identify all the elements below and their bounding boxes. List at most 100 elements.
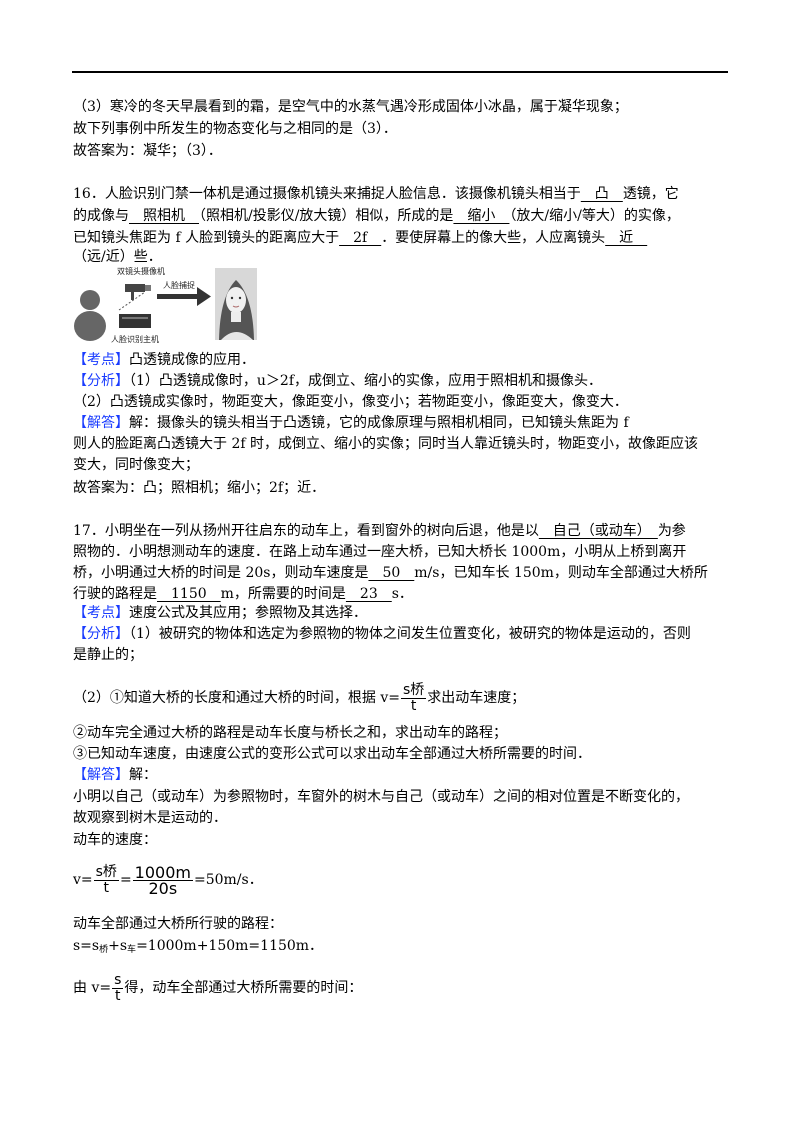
q15-answer: 故答案为：凝华；（3）．: [73, 143, 222, 159]
beam-line: [118, 291, 146, 311]
q16-text: ．要使屏幕上的像大些，人应离镜头: [381, 230, 606, 246]
figure-svg: 双镜头摄像机 人脸识别主机 人脸捕捉: [74, 266, 257, 344]
q17-blank-2: 50: [368, 565, 415, 581]
q16-line3: 已知镜头焦距为 f 人脸到镜头的距离应大于 2f ．要使屏幕上的像大些，人应离镜…: [73, 229, 647, 247]
q17-text: s．: [391, 586, 413, 602]
eq-text: s=s: [73, 938, 100, 954]
fenxi-text: （1）被研究的物体和选定为参照物的物体之间发生位置变化，被研究的物体是运动的，否…: [129, 626, 691, 642]
eq-text: =50m/s．: [193, 872, 263, 888]
jieda-tag: 【解答】: [73, 767, 129, 783]
q17-jieda-2: 故观察到树木是运动的．: [73, 810, 227, 826]
q15-line2: 故下列事例中所发生的物态变化与之相同的是（3）．: [73, 121, 397, 137]
q16-fenxi-2: （2）凸透镜成实像时，物距变大，像距变小，像变小；若物距变小，像距变大，像变大．: [73, 394, 628, 410]
q16-text: 已知镜头焦距为 f 人脸到镜头的距离应大于: [73, 230, 340, 246]
jieda-text: 解：: [129, 767, 157, 783]
q17-text: 17．小明坐在一列从扬州开往启东的动车上，看到窗外的树向后退，他是以: [73, 523, 539, 539]
q16-blank-1: 凸: [580, 186, 623, 202]
jieda-text: 得，动车全部通过大桥所需要的时间：: [124, 980, 363, 996]
q16-line4: （远/近）些．: [73, 249, 162, 265]
q17-blank-4: 23: [345, 586, 392, 602]
q17-equation-2: s=s桥+s车=1000m+150m=1150m．: [73, 937, 323, 959]
q16-line2: 的成像与 照相机 （照相机/投影仪/放大镜）相似，所成的是 缩小 （放大/缩小/…: [73, 207, 680, 225]
header-rule: [72, 71, 728, 73]
q17-text: m，所需要的时间是: [220, 586, 346, 602]
q17-line3: 桥，小明通过大桥的时间是 20s，则动车速度是 50 m/s，已知车长 150m…: [73, 564, 708, 582]
kaodian-text: 速度公式及其应用；参照物及其选择．: [129, 605, 367, 621]
fraction-numerator: s桥: [93, 863, 119, 881]
q17-blank-1: 自己（或动车）: [538, 523, 658, 539]
q17-line2: 照物的．小明想测动车的速度．在路上动车通过一座大桥，已知大桥长 1000m，小明…: [73, 544, 687, 560]
q16-kaodian: 【考点】凸透镜成像的应用．: [73, 351, 255, 369]
q16-blank-3: 缩小: [453, 208, 510, 224]
fraction-denominator: t: [103, 879, 110, 896]
figure-label-host: 人脸识别主机: [111, 334, 159, 344]
q16-answer: 故答案为：凸；照相机；缩小；2f；近．: [73, 480, 326, 496]
q17-blank-3: 1150: [157, 586, 221, 602]
q16-blank-5: 近: [605, 230, 648, 246]
q17-line4: 行驶的路程是 1150 m，所需要的时间是 23 s．: [73, 585, 413, 603]
eq-text: v=: [73, 872, 93, 888]
q17-text: m/s，已知车长 150m，则动车全部通过大桥所: [414, 565, 708, 581]
q17-line1: 17．小明坐在一列从扬州开往启东的动车上，看到窗外的树向后退，他是以 自己（或动…: [73, 522, 686, 540]
eq-subscript: 桥: [99, 945, 109, 955]
kaodian-tag: 【考点】: [73, 352, 129, 368]
jieda-text: 解：摄像头的镜头相当于凸透镜，它的成像原理与照相机相同，已知镜头焦距为 f: [129, 415, 629, 431]
camera-icon: [125, 284, 151, 300]
q17-fenxi-5: ③已知动车速度，由速度公式的变形公式可以求出动车全部通过大桥所需要的时间．: [73, 746, 591, 762]
eq-text: =: [119, 872, 132, 888]
fenxi-text: （1）凸透镜成像时，u＞2f，成倒立、缩小的实像，应用于照相机和摄像头．: [129, 373, 603, 389]
jieda-tag: 【解答】: [73, 415, 129, 431]
q17-kaodian: 【考点】速度公式及其应用；参照物及其选择．: [73, 604, 367, 622]
host-device-icon: [119, 314, 151, 328]
q17-text: 求出动车速度；: [427, 690, 526, 706]
figure-label-camera: 双镜头摄像机: [117, 266, 165, 276]
person-silhouette-icon: [74, 290, 106, 341]
fenxi-tag: 【分析】: [73, 373, 129, 389]
q17-jieda: 【解答】解：: [73, 766, 157, 784]
kaodian-text: 凸透镜成像的应用．: [129, 352, 255, 368]
face-recognition-figure: 双镜头摄像机 人脸识别主机 人脸捕捉: [73, 262, 257, 344]
fraction-numerator: 1000m: [132, 862, 193, 882]
eq-text: +s: [108, 938, 128, 954]
eq-text: =1000m+150m=1150m．: [136, 938, 324, 954]
q16-line1: 16．人脸识别门禁一体机是通过摄像机镜头来捕捉人脸信息．该摄像机镜头相当于 凸 …: [73, 185, 679, 203]
kaodian-tag: 【考点】: [73, 605, 129, 621]
eq-subscript: 车: [127, 945, 137, 955]
q16-text: 的成像与: [73, 208, 129, 224]
q16-text: （放大/缩小/等大）的实像，: [509, 208, 680, 224]
q17-text: 为参: [657, 523, 686, 539]
fraction-numerator: s桥: [401, 681, 427, 699]
q17-jieda-1: 小明以自己（或动车）为参照物时，车窗外的树木与自己（或动车）之间的相对位置是不断…: [73, 789, 689, 805]
fraction-denominator: t: [114, 987, 121, 1004]
q15-line1: （3）寒冷的冬天早晨看到的霜，是空气中的水蒸气遇冷形成固体小冰晶，属于凝华现象；: [73, 99, 628, 115]
fraction-denominator: 20s: [148, 878, 178, 898]
q17-text: 桥，小明通过大桥的时间是 20s，则动车速度是: [73, 565, 369, 581]
q17-jieda-4: 动车全部通过大桥所行驶的路程：: [73, 916, 283, 932]
q16-blank-2: 照相机: [129, 208, 199, 224]
q16-text: （照相机/投影仪/放大镜）相似，所成的是: [199, 208, 454, 224]
fraction-numerator: s: [112, 971, 124, 989]
q16-text: 透镜，它: [622, 186, 679, 202]
q16-jieda-2: 则人的脸距离凸透镜大于 2f 时，成倒立、缩小的实像；同时当人靠近镜头时，物距变…: [73, 436, 698, 452]
face-portrait-icon: [215, 268, 257, 340]
q17-fenxi-2: 是静止的；: [73, 647, 143, 663]
q16-text: 16．人脸识别门禁一体机是通过摄像机镜头来捕捉人脸信息．该摄像机镜头相当于: [73, 186, 581, 202]
q16-jieda-3: 变大，同时像变大；: [73, 457, 199, 473]
q16-blank-4: 2f: [339, 230, 382, 246]
arrow-right-icon: [157, 287, 211, 306]
q17-fenxi-4: ②动车完全通过大桥的路程是动车长度与桥长之和，求出动车的路程；: [73, 725, 507, 741]
q17-text: （2）①知道大桥的长度和通过大桥的时间，根据 v=: [73, 690, 400, 706]
q16-jieda: 【解答】解：摄像头的镜头相当于凸透镜，它的成像原理与照相机相同，已知镜头焦距为 …: [73, 414, 629, 432]
fenxi-tag: 【分析】: [73, 626, 129, 642]
q16-fenxi: 【分析】（1）凸透镜成像时，u＞2f，成倒立、缩小的实像，应用于照相机和摄像头．: [73, 372, 602, 390]
q17-fenxi: 【分析】（1）被研究的物体和选定为参照物的物体之间发生位置变化，被研究的物体是运…: [73, 625, 691, 643]
jieda-text: 由 v=: [73, 980, 112, 996]
q17-text: 行驶的路程是: [73, 586, 157, 602]
